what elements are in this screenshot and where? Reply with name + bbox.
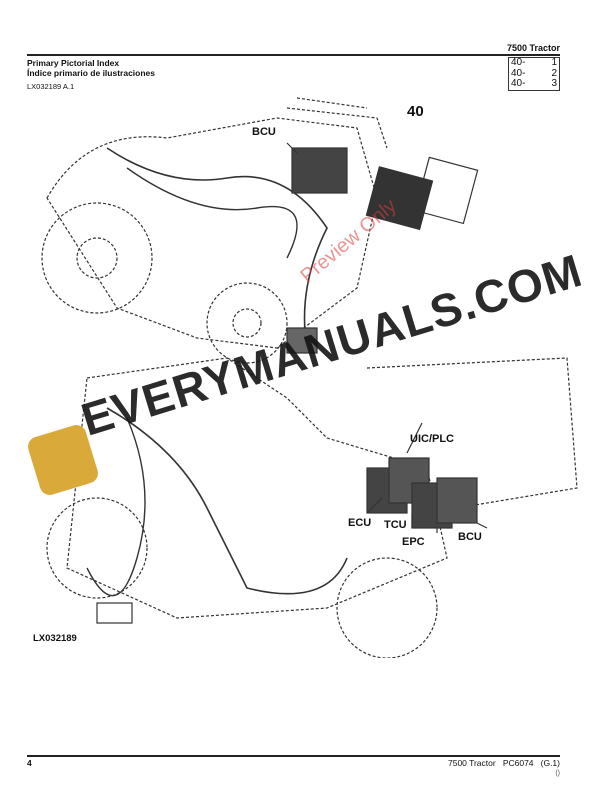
header-model: 7500 Tractor — [506, 43, 560, 53]
figure-id: LX032189 — [33, 633, 77, 644]
footer-info: 7500 Tractor PC6074 (G.1) — [447, 758, 560, 768]
index-row[interactable]: 40-3 — [511, 78, 557, 89]
label-uic-plc: UIC/PLC — [410, 433, 454, 445]
footer-mark: () — [555, 770, 560, 777]
illustration-reference: LX032189 A.1 — [27, 82, 75, 91]
tractor-wiring-illustration — [41, 97, 578, 658]
header-rule — [27, 54, 560, 56]
footer-rule — [27, 755, 560, 757]
index-row[interactable]: 40-1 — [511, 57, 557, 68]
label-ecu: ECU — [348, 517, 372, 529]
title-english: Primary Pictorial Index — [27, 58, 120, 68]
label-epc: EPC — [402, 536, 425, 548]
title-spanish: Índice primario de ilustraciones — [27, 68, 156, 78]
page-title: Primary Pictorial Index Índice primario … — [27, 58, 155, 78]
label-bcu-bottom: BCU — [458, 531, 482, 543]
label-bcu-top: BCU — [252, 126, 276, 138]
label-tcu: TCU — [384, 519, 407, 531]
page-number: 4 — [27, 758, 32, 768]
index-row[interactable]: 40-2 — [511, 67, 557, 79]
index-box: 40-1 40-2 40-3 — [508, 57, 560, 91]
group-number: 40 — [407, 103, 424, 120]
